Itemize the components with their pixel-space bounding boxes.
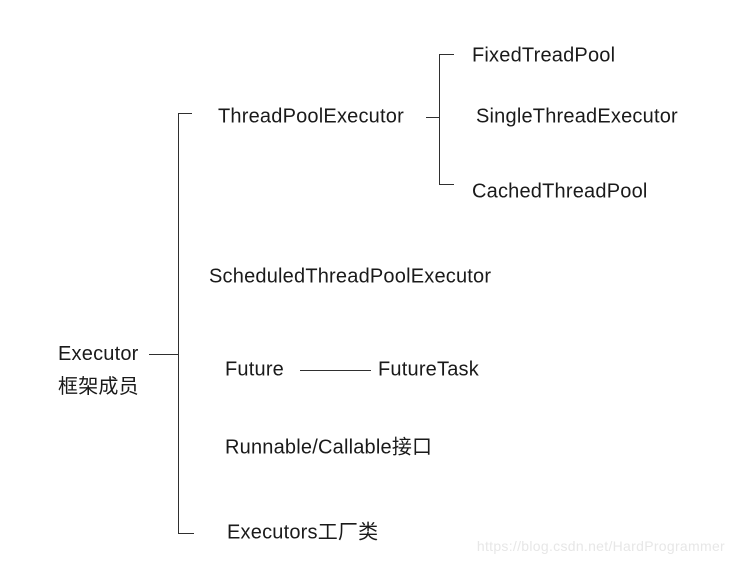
node-executor-root: Executor 框架成员 <box>58 338 139 404</box>
sub-bracket-bottom-tick <box>439 184 454 185</box>
node-executor-root-line1: Executor <box>58 343 139 365</box>
sub-bracket-vertical-line <box>439 54 440 185</box>
root-connector-line <box>149 354 178 355</box>
node-executor-root-line2: 框架成员 <box>58 376 139 398</box>
main-bracket-vertical-line <box>178 113 179 534</box>
node-future: Future <box>225 358 285 381</box>
node-scheduled-thread-pool-executor: ScheduledThreadPoolExecutor <box>209 265 492 288</box>
node-thread-pool-executor: ThreadPoolExecutor <box>218 105 404 128</box>
main-bracket-top-tick <box>178 113 192 114</box>
sub-bracket-top-tick <box>439 54 454 55</box>
node-fixed-thread-pool: FixedTreadPool <box>472 44 616 67</box>
future-task-connector-line <box>300 370 371 371</box>
watermark-url: https://blog.csdn.net/HardProgrammer <box>476 538 725 554</box>
thread-pool-connector-line <box>426 117 440 118</box>
node-executors-factory: Executors工厂类 <box>227 521 379 544</box>
node-single-thread-executor: SingleThreadExecutor <box>476 105 678 128</box>
node-cached-thread-pool: CachedThreadPool <box>472 180 648 203</box>
main-bracket-bottom-tick <box>178 533 194 534</box>
node-runnable-callable: Runnable/Callable接口 <box>225 436 433 459</box>
node-future-task: FutureTask <box>378 358 479 381</box>
